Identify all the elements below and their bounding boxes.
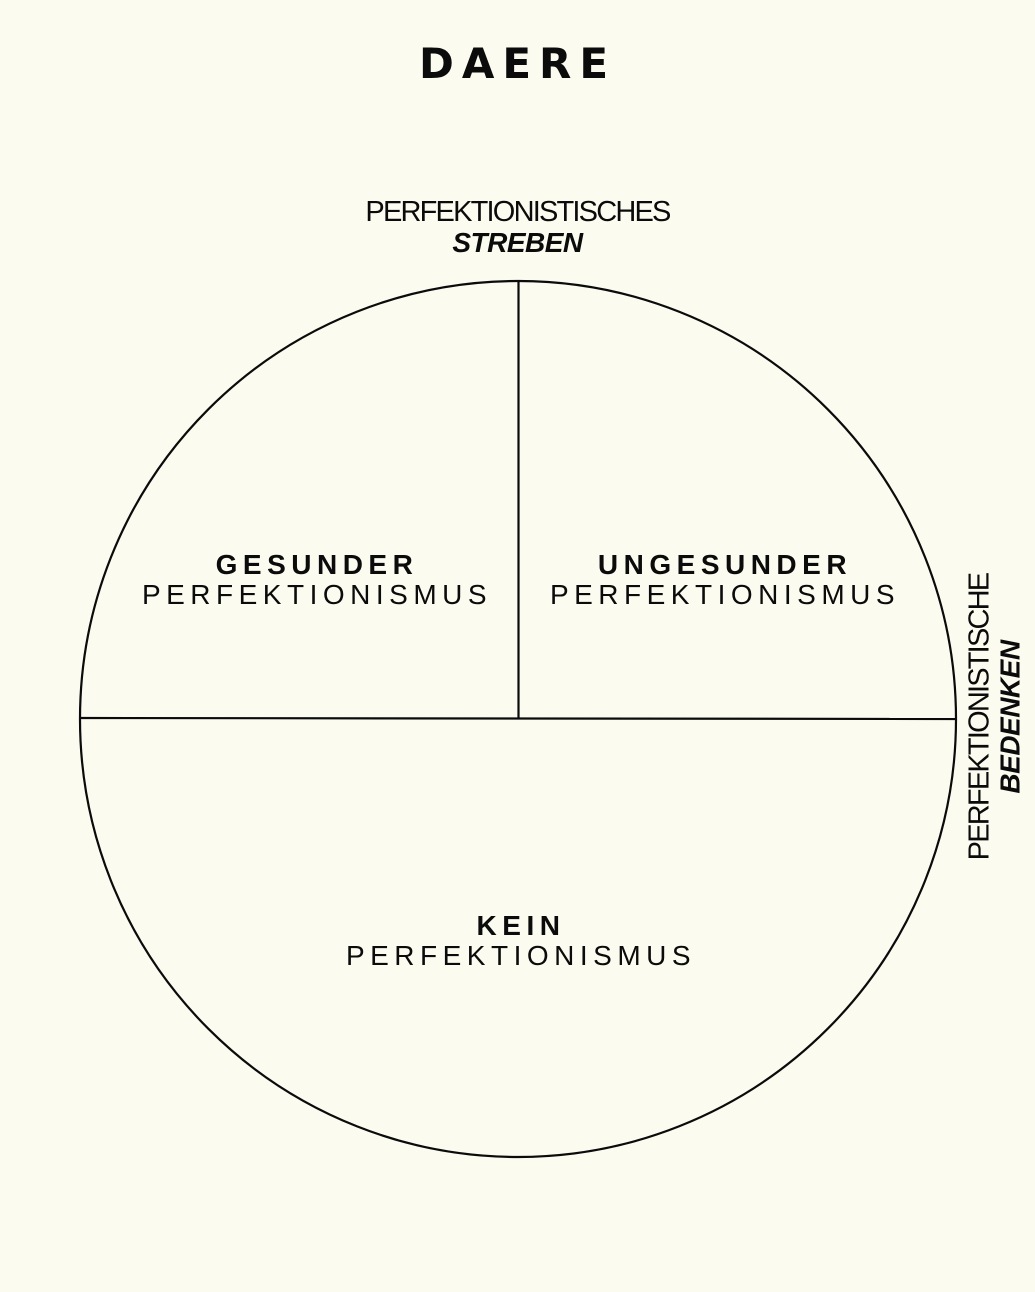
brand-logo: DAERE: [418, 39, 617, 88]
axis-label-bedenken: PERFEKTIONISTISCHE BEDENKEN: [963, 557, 1026, 877]
axis-label-streben-line1: PERFEKTIONISTISCHES: [365, 196, 671, 228]
segment-unhealthy-perfectionism: UNGESUNDER PERFEKTIONISMUS: [550, 550, 900, 610]
segment-healthy-title: GESUNDER: [215, 549, 419, 580]
axis-label-streben-line2: STREBEN: [452, 227, 583, 258]
segment-none-title: KEIN: [476, 910, 566, 941]
horizontal-divider: [79, 716, 957, 721]
segment-healthy-subtitle: PERFEKTIONISMUS: [141, 579, 493, 610]
axis-label-bedenken-line2: BEDENKEN: [994, 640, 1026, 794]
axis-label-bedenken-line1: PERFEKTIONISTISCHE: [963, 573, 996, 861]
segment-no-perfectionism: KEIN PERFEKTIONISMUS: [346, 911, 696, 971]
segment-healthy-perfectionism: GESUNDER PERFEKTIONISMUS: [142, 550, 492, 610]
segment-unhealthy-title: UNGESUNDER: [597, 549, 853, 580]
axis-label-streben: PERFEKTIONISTISCHES STREBEN: [0, 197, 1035, 258]
segment-none-subtitle: PERFEKTIONISMUS: [345, 940, 697, 971]
segment-unhealthy-subtitle: PERFEKTIONISMUS: [549, 579, 901, 610]
